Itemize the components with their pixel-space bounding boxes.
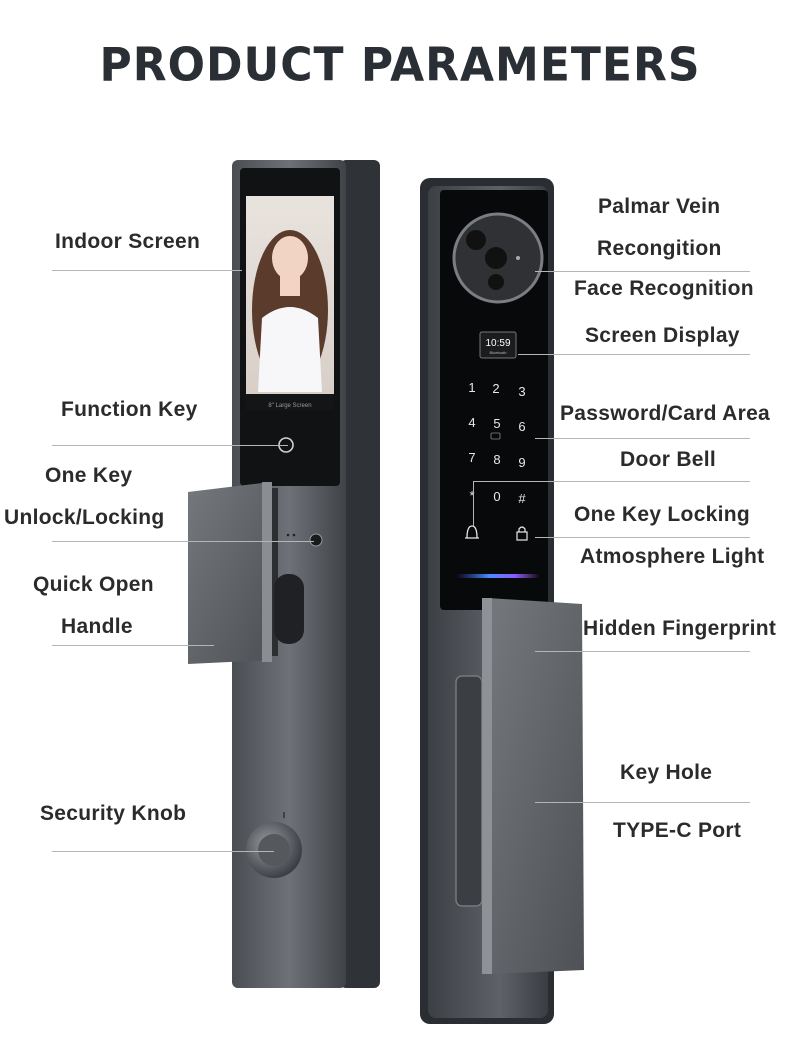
label-indoor-screen: Indoor Screen bbox=[55, 230, 201, 253]
leader-password-card bbox=[535, 438, 750, 439]
screen-display bbox=[479, 331, 517, 359]
label-palmar-line1: Palmar Vein bbox=[598, 195, 721, 218]
keypad[interactable]: 1 2 3 4 5 6 7 8 9 * 0 # bbox=[468, 380, 526, 506]
key-3[interactable]: 3 bbox=[518, 384, 525, 399]
leader-one-key-locking bbox=[535, 537, 750, 538]
label-one-key-locking: One Key Locking bbox=[574, 503, 751, 526]
screen-caption: 8" Large Screen bbox=[268, 403, 311, 409]
label-face-recognition: Face Recognition bbox=[574, 277, 754, 300]
label-screen-display: Screen Display bbox=[585, 324, 740, 347]
leader-screen-display bbox=[518, 354, 750, 355]
quick-open-handle[interactable] bbox=[188, 482, 270, 664]
label-palmar-line2: Recongition bbox=[597, 237, 722, 260]
key-4[interactable]: 4 bbox=[468, 415, 475, 430]
label-quick-open-line1: Quick Open bbox=[33, 573, 154, 596]
key-star[interactable]: * bbox=[469, 488, 474, 503]
label-password-card: Password/Card Area bbox=[560, 402, 771, 425]
atmosphere-light bbox=[456, 574, 540, 578]
outdoor-handle[interactable] bbox=[488, 598, 584, 974]
one-key-unlock-button[interactable] bbox=[309, 533, 323, 547]
label-door-bell: Door Bell bbox=[620, 448, 717, 471]
leader-one-key bbox=[52, 541, 314, 542]
leader-door-bell bbox=[473, 481, 750, 482]
leader-indoor-screen bbox=[52, 270, 242, 271]
door-bell-icon[interactable] bbox=[465, 525, 479, 539]
key-8[interactable]: 8 bbox=[493, 452, 500, 467]
indoor-lock-body: 8" Large Screen bbox=[188, 160, 380, 988]
leader-function-key bbox=[52, 445, 288, 446]
leader-door-bell-drop bbox=[473, 481, 474, 526]
key-9[interactable]: 9 bbox=[518, 455, 525, 470]
key-0[interactable]: 0 bbox=[493, 489, 500, 504]
key-6[interactable]: 6 bbox=[518, 419, 525, 434]
lock-icon[interactable] bbox=[516, 531, 528, 541]
leader-palmar bbox=[535, 271, 750, 272]
label-atmosphere-light: Atmosphere Light bbox=[580, 545, 765, 568]
display-status: Bluetooth bbox=[490, 350, 507, 355]
outdoor-lock-body: 10:59 Bluetooth 1 2 3 4 5 6 7 8 9 * 0 # bbox=[420, 178, 584, 1024]
label-key-hole: Key Hole bbox=[620, 761, 713, 784]
key-hash[interactable]: # bbox=[518, 491, 526, 506]
leader-hidden-fingerprint bbox=[535, 651, 750, 652]
key-7[interactable]: 7 bbox=[468, 450, 475, 465]
leader-security-knob bbox=[52, 851, 274, 852]
label-security-knob: Security Knob bbox=[40, 802, 187, 825]
label-type-c: TYPE-C Port bbox=[613, 819, 742, 842]
label-one-key-line2: Unlock/Locking bbox=[4, 506, 165, 529]
key-5[interactable]: 5 bbox=[493, 416, 500, 431]
label-function-key: Function Key bbox=[61, 398, 198, 421]
page-title: PRODUCT PARAMETERS bbox=[99, 38, 701, 93]
key-1[interactable]: 1 bbox=[468, 380, 475, 395]
leader-quick-open bbox=[52, 645, 214, 646]
label-one-key-line1: One Key bbox=[45, 464, 133, 487]
key-2[interactable]: 2 bbox=[492, 381, 499, 396]
label-quick-open-line2: Handle bbox=[61, 615, 133, 638]
leader-key-hole bbox=[535, 802, 750, 803]
display-time: 10:59 bbox=[485, 338, 510, 349]
label-hidden-fingerprint: Hidden Fingerprint bbox=[583, 617, 777, 640]
